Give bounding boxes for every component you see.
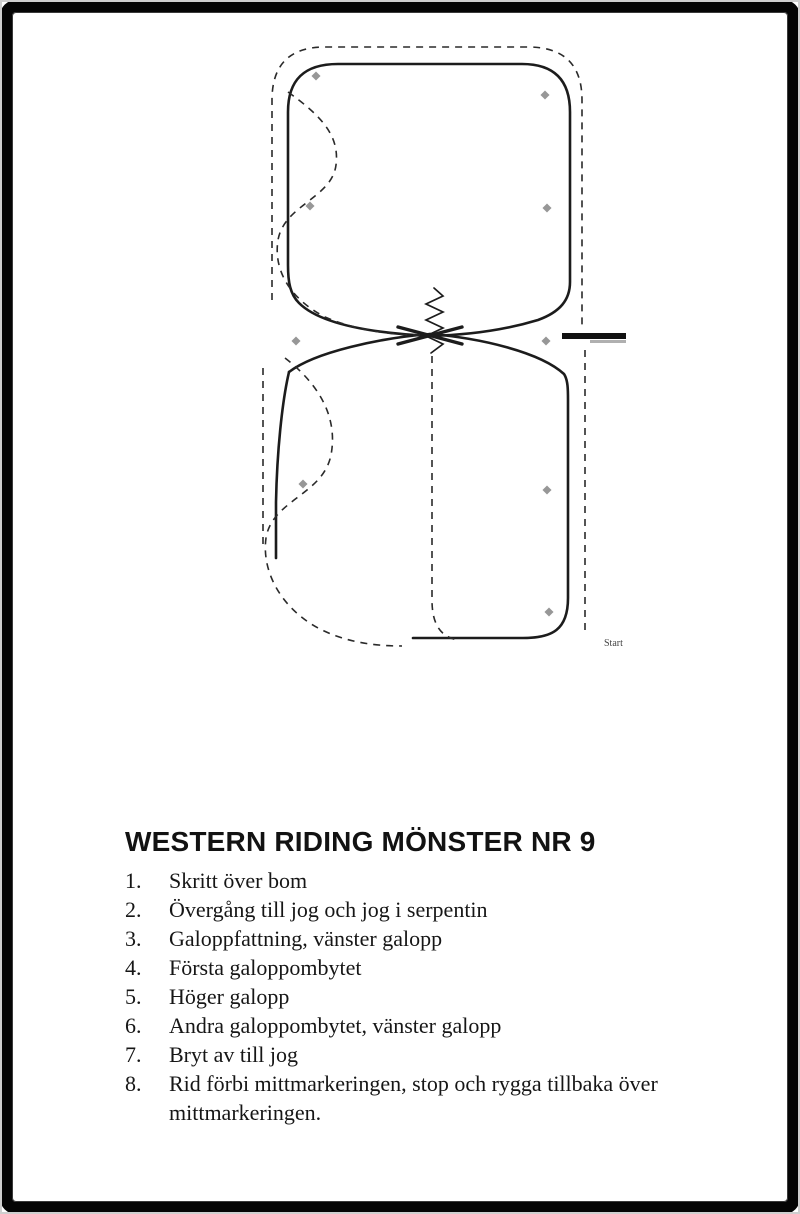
list-item: 7. Bryt av till jog xyxy=(125,1040,665,1069)
step-number: 8. xyxy=(125,1071,142,1096)
cone-marker xyxy=(542,485,552,495)
outer-dashed-top-loop xyxy=(271,46,583,328)
dashed-path-group xyxy=(262,46,586,647)
start-label: Start xyxy=(604,638,623,649)
step-number: 6. xyxy=(125,1013,142,1038)
step-text: Andra galoppombytet, vänster galopp xyxy=(169,1013,502,1038)
pattern-description: WESTERN RIDING MÖNSTER NR 9 1. Skritt öv… xyxy=(125,826,665,1127)
step-text: Bryt av till jog xyxy=(169,1042,298,1067)
step-number: 7. xyxy=(125,1042,142,1067)
log-obstacle xyxy=(562,333,626,343)
log-bar xyxy=(562,333,626,339)
bottom-loop-right-path xyxy=(411,332,570,640)
step-number: 1. xyxy=(125,868,142,893)
step-number: 5. xyxy=(125,984,142,1009)
list-item: 8. Rid förbi mittmarkeringen, stop och r… xyxy=(125,1069,665,1127)
center-dashed-line xyxy=(431,356,459,641)
list-item: 2. Övergång till jog och jog i serpentin xyxy=(125,895,665,924)
cone-marker xyxy=(541,336,551,346)
top-loop-path xyxy=(286,62,572,338)
step-text: Första galoppombytet xyxy=(169,955,362,980)
crossing-x-line-2 xyxy=(396,325,464,346)
cone-marker xyxy=(542,203,552,213)
bottom-loop-left-path xyxy=(274,370,291,560)
solid-path-group xyxy=(274,62,572,640)
cone-marker xyxy=(291,336,301,346)
step-text: Rid förbi mittmarkeringen, stop och rygg… xyxy=(169,1071,658,1125)
cone-marker xyxy=(305,201,315,211)
zigzag-obstacle xyxy=(424,287,445,354)
cone-markers xyxy=(291,71,554,617)
step-number: 3. xyxy=(125,926,142,951)
cone-marker xyxy=(311,71,321,81)
step-number: 4. xyxy=(125,955,142,980)
list-item: 5. Höger galopp xyxy=(125,982,665,1011)
list-item: 3. Galoppfattning, vänster galopp xyxy=(125,924,665,953)
step-text: Höger galopp xyxy=(169,984,290,1009)
list-item: 4. Första galoppombytet xyxy=(125,953,665,982)
list-item: 6. Andra galoppombytet, vänster galopp xyxy=(125,1011,665,1040)
step-text: Skritt över bom xyxy=(169,868,308,893)
step-text: Övergång till jog och jog i serpentin xyxy=(169,897,488,922)
step-list: 1. Skritt över bom 2. Övergång till jog … xyxy=(125,866,665,1127)
bottom-loop-top-left-path xyxy=(287,332,432,374)
page-title: WESTERN RIDING MÖNSTER NR 9 xyxy=(125,826,596,857)
pattern-diagram: Start xyxy=(262,46,626,649)
cone-marker xyxy=(544,607,554,617)
cone-marker xyxy=(540,90,550,100)
log-shadow xyxy=(590,340,626,343)
serpentine-dashed-top xyxy=(276,91,421,336)
serpentine-dashed-bottom xyxy=(264,357,403,647)
cone-marker xyxy=(298,479,308,489)
pattern-diagram-area: Start xyxy=(262,46,626,649)
step-number: 2. xyxy=(125,897,142,922)
step-text: Galoppfattning, vänster galopp xyxy=(169,926,443,951)
list-item: 1. Skritt över bom xyxy=(125,866,665,895)
